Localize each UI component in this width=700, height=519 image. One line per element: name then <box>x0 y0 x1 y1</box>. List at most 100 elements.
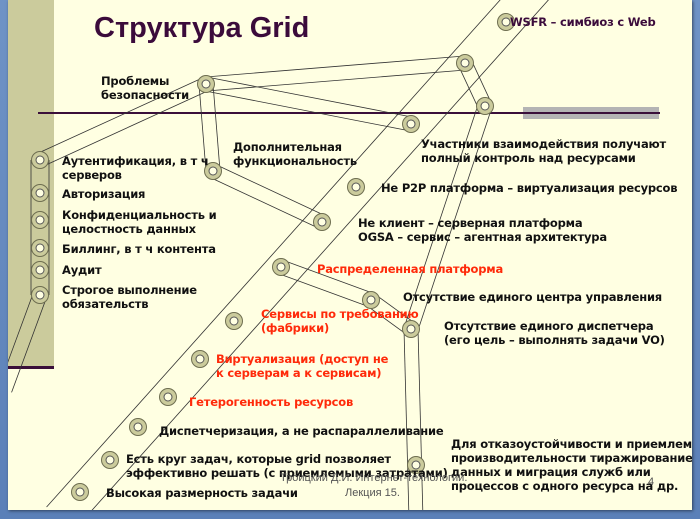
main-chain-band <box>46 0 501 508</box>
label-virtualization: Виртуализация (доступ не к серверам а к … <box>216 352 388 380</box>
chain-ring-hole <box>276 262 286 272</box>
chain-link <box>198 84 207 172</box>
chain-ring-hole <box>317 217 327 227</box>
chain-ring-hole <box>75 487 85 497</box>
chain-link <box>212 83 221 171</box>
label-line: Строгое выполнение <box>62 283 197 297</box>
chain-ring-hole <box>163 392 173 402</box>
chain-ring-hole <box>229 316 239 326</box>
chain-ring-hole <box>35 188 45 198</box>
chain-ring-hole <box>133 422 143 432</box>
footer-author: Троицкий Д.И. Интернет-технологии. <box>280 472 468 484</box>
label-line: эффективно решать (с приемлемыми затрата… <box>126 466 448 480</box>
chain-ring-hole <box>411 460 421 470</box>
label-line: Не клиент – серверная платформа <box>358 216 583 230</box>
chain-link <box>417 328 424 510</box>
chain-link <box>458 65 480 110</box>
security-item: Аутентификация, в т ч серверов <box>62 154 209 182</box>
label-line: полный контроль над ресурсами <box>421 151 636 165</box>
security-chain-exit <box>8 292 34 363</box>
label-fault-tolerance: Для отказоустойчивости и приемлемой прои… <box>451 437 692 493</box>
chain-link <box>366 305 408 335</box>
label-line: Для отказоустойчивости и приемлемой <box>451 437 692 451</box>
chain-ring-hole <box>208 166 218 176</box>
chain-link <box>403 103 479 327</box>
label-dispatching: Диспетчеризация, а не распараллеливание <box>159 424 444 438</box>
label-services-on-demand: Сервисы по требованию (фабрики) <box>261 307 419 335</box>
security-item: Аудит <box>62 263 102 277</box>
label-line: серверов <box>62 168 122 182</box>
chain-ring-hole <box>195 354 205 364</box>
label-not-client-server: Не клиент – серверная платформа OGSA – с… <box>358 216 607 244</box>
label-line: Участники взаимодействия получают <box>421 137 666 151</box>
label-line: Сервисы по требованию <box>261 307 419 321</box>
security-item: Конфиденциальность и целостность данных <box>62 208 217 236</box>
chain-link <box>205 55 465 78</box>
chain-ring-hole <box>35 243 45 253</box>
label-heterogeneity: Гетерогенность ресурсов <box>189 395 354 409</box>
label-high-dimension: Высокая размерность задачи <box>106 486 298 500</box>
chain-link <box>206 69 466 92</box>
security-item: Биллинг, в т ч контента <box>62 242 216 256</box>
security-chain-link <box>36 77 204 154</box>
label-task-circle: Есть круг задач, которые grid позволяет … <box>126 452 448 480</box>
label-security-problems: Проблемы безопасности <box>101 74 189 102</box>
chain-ring-hole <box>501 17 511 27</box>
security-chain-link <box>42 90 210 167</box>
label-line: Конфиденциальность и <box>62 208 217 222</box>
page-number: 4 <box>648 476 655 488</box>
security-item: Строгое выполнение обязательств <box>62 283 197 311</box>
chain-diagram <box>8 0 549 510</box>
label-not-p2p: Не P2P платформа – виртуализация ресурсо… <box>381 181 678 195</box>
label-line: обязательств <box>62 297 149 311</box>
label-line: Дополнительная <box>233 140 342 154</box>
label-distributed-platform: Распределенная платформа <box>317 262 504 276</box>
title-divider <box>38 112 660 114</box>
footer-lecture: Лекция 15. <box>345 487 400 499</box>
chain-link <box>278 273 369 307</box>
slide-title: Структура Grid <box>94 12 310 44</box>
chain-ring-hole <box>406 119 416 129</box>
label-line: Отсутствие единого диспетчера <box>444 319 654 333</box>
chain-ring-hole <box>35 265 45 275</box>
chain-ring-hole <box>35 215 45 225</box>
label-line: функциональность <box>233 154 357 168</box>
label-line: (его цель – выполнять задачи VO) <box>444 333 665 347</box>
chain-link <box>209 176 320 229</box>
chain-ring-hole <box>480 101 490 111</box>
chain-ring-hole <box>201 79 211 89</box>
label-no-control-center: Отсутствие единого центра управления <box>403 290 662 304</box>
chain-link <box>374 294 416 324</box>
chain-link <box>283 260 374 294</box>
chain-link <box>215 164 326 217</box>
label-line: OGSA – сервис – агентная архитектура <box>358 230 607 244</box>
label-line: безопасности <box>101 88 189 102</box>
chain-ring-hole <box>105 455 115 465</box>
label-additional-functionality: Дополнительная функциональность <box>233 140 357 168</box>
label-line: данных и миграция служб или <box>451 465 651 479</box>
label-line: целостность данных <box>62 222 196 236</box>
security-item: Авторизация <box>62 187 146 201</box>
label-line: производительности тиражирование <box>451 451 692 465</box>
chain-link <box>204 90 410 132</box>
label-line: Виртуализация (доступ не <box>216 352 389 366</box>
slide: Структура Grid WSFR – симбиоз с Web Проб… <box>8 0 692 510</box>
label-line: Есть круг задач, которые grid позволяет <box>126 452 391 466</box>
chain-ring-hole <box>460 58 470 68</box>
label-wsfr: WSFR – симбиоз с Web <box>510 15 656 29</box>
chain-ring-hole <box>35 155 45 165</box>
chain-ring-hole <box>351 182 361 192</box>
chain-link <box>207 76 413 118</box>
chain-ring-hole <box>366 295 376 305</box>
label-line: (фабрики) <box>261 321 330 335</box>
chain-ring-hole <box>35 290 45 300</box>
label-participants-control: Участники взаимодействия получают полный… <box>421 137 666 165</box>
chain-link <box>403 329 410 510</box>
chain-link <box>417 108 493 332</box>
chain-link <box>470 59 492 104</box>
label-line: Проблемы <box>101 74 170 88</box>
label-no-dispatcher: Отсутствие единого диспетчера (его цель … <box>444 319 665 347</box>
label-line: Аутентификация, в т ч <box>62 154 209 168</box>
label-line: к серверам а к сервисам) <box>216 366 382 380</box>
main-chain-band <box>91 0 549 510</box>
